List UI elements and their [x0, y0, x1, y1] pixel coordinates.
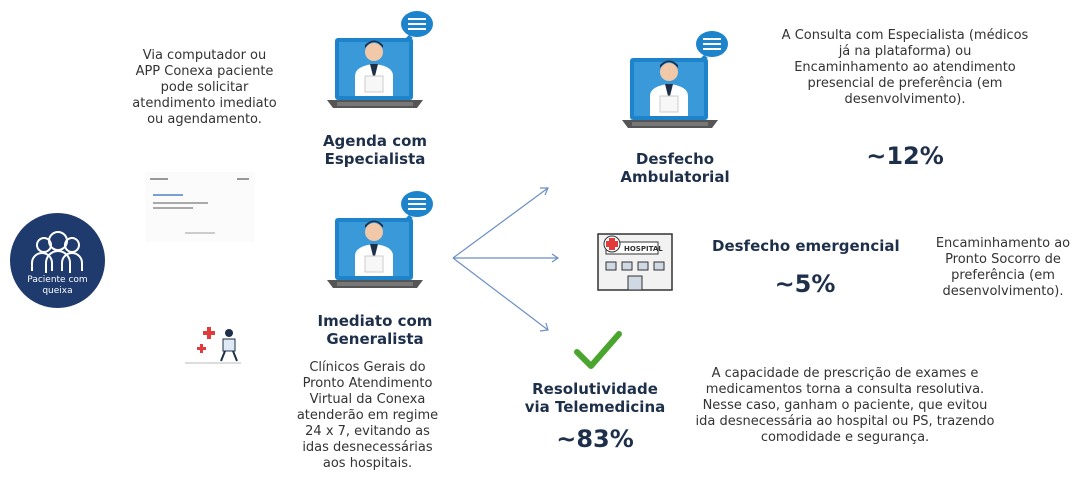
arrow-to-ambulatorial	[452, 187, 549, 259]
emergencial-percentage: ~5%	[774, 270, 836, 298]
agenda-title: Agenda com Especialista	[322, 132, 428, 168]
resolutividade-description: A capacidade de prescrição de exames e m…	[695, 366, 995, 445]
ambulatorial-title: Desfecho Ambulatorial	[620, 150, 730, 186]
imediato-description: Clínicos Gerais do Pronto Atendimento Vi…	[296, 360, 439, 471]
emergency-doctor-icon	[185, 327, 241, 364]
arrow-to-resolutividade	[452, 257, 549, 331]
ambulatorial-percentage: ~12%	[866, 142, 944, 170]
app-screen-preview	[145, 172, 255, 242]
imediato-title: Imediato com Generalista	[317, 312, 433, 348]
resolutividade-percentage: ~83%	[556, 425, 634, 453]
emergencial-description: Encaminhamento ao Pronto Socorro de pref…	[935, 236, 1071, 299]
flow-arrows	[452, 187, 560, 332]
hospital-sign: HOSPITAL	[624, 245, 663, 253]
ambulatorial-doctor-laptop-icon	[620, 28, 730, 143]
hospital-icon: HOSPITAL	[597, 233, 673, 291]
arrowhead-emergencial	[551, 253, 560, 263]
patient-label: Paciente com queixa	[27, 275, 88, 296]
arrowhead-ambulatorial	[540, 187, 549, 196]
intro-text: Via computador ou APP Conexa paciente po…	[132, 48, 277, 127]
resolutividade-title: Resolutividade via Telemedicina	[524, 380, 666, 416]
checkmark-icon	[574, 331, 622, 369]
agenda-doctor-laptop-icon	[325, 8, 435, 123]
emergencial-title: Desfecho emergencial	[712, 237, 900, 255]
patient-group-icon	[31, 231, 83, 273]
patient-node: Paciente com queixa	[10, 213, 105, 308]
ambulatorial-description: A Consulta com Especialista (médicos já …	[781, 28, 1029, 107]
imediato-doctor-laptop-icon	[325, 188, 435, 303]
arrowhead-resolutividade	[539, 322, 549, 332]
